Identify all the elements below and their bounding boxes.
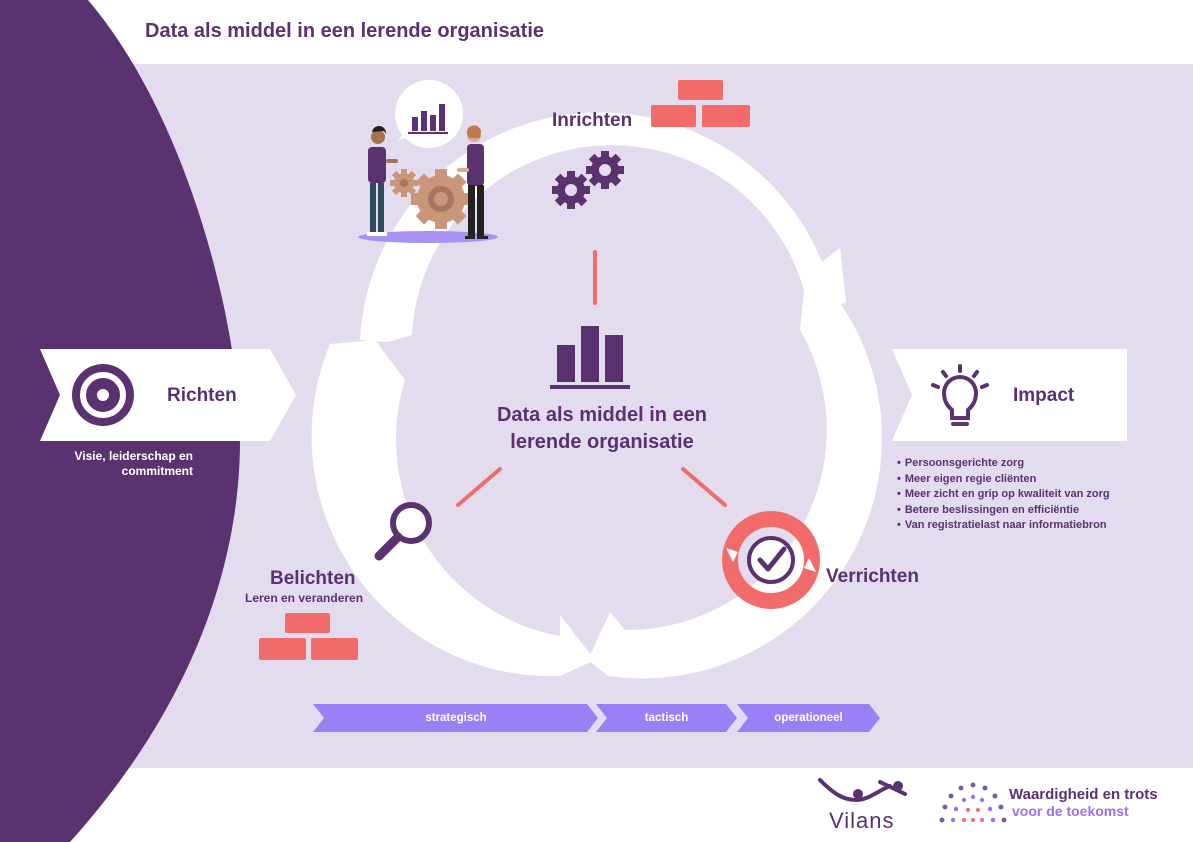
waardigheid-logo-text-line2: voor de toekomst bbox=[1012, 803, 1129, 819]
waardigheid-logo-mark bbox=[939, 782, 1007, 823]
center-title: Data als middel in een lerende organisat… bbox=[496, 404, 708, 453]
impact-item: Persoonsgerichte zorg bbox=[897, 456, 1110, 472]
phase-label-tactisch: tactisch bbox=[644, 712, 689, 724]
vilans-logo-mark bbox=[818, 778, 907, 803]
cycle-segment-left bbox=[311, 340, 595, 677]
magnifier-icon bbox=[374, 502, 432, 561]
impact-item: Meer zicht en grip op kwaliteit van zorg bbox=[897, 487, 1110, 503]
stage-title-inrichten: Inrichten bbox=[552, 110, 633, 131]
gears-icon bbox=[552, 151, 624, 209]
cycle-segment-right bbox=[588, 300, 882, 679]
lightbulb-icon bbox=[931, 364, 989, 426]
page-title: Data als middel in een lerende organisat… bbox=[145, 20, 545, 42]
phase-label-strategisch: strategisch bbox=[425, 712, 487, 724]
stage-description-richten: Visie, leiderschap en commitment bbox=[74, 449, 193, 478]
stage-title-verrichten: Verrichten bbox=[826, 566, 919, 587]
phase-label-operationeel: operationeel bbox=[774, 712, 843, 724]
impact-list: Persoonsgerichte zorg Meer eigen regie c… bbox=[897, 456, 1110, 534]
impact-item: Van registratielast naar informatiebron bbox=[897, 518, 1110, 534]
impact-item: Meer eigen regie cliënten bbox=[897, 472, 1110, 488]
impact-item: Betere beslissingen en efficiëntie bbox=[897, 503, 1110, 519]
people-illustration bbox=[358, 80, 498, 243]
phase-arrows bbox=[313, 704, 880, 732]
checkmark-icon bbox=[722, 511, 820, 609]
bricks-icon bbox=[651, 80, 750, 127]
target-icon bbox=[72, 364, 134, 426]
stage-title-richten: Richten bbox=[167, 385, 237, 406]
bricks-icon bbox=[259, 613, 358, 660]
spokes bbox=[456, 250, 727, 507]
bar-chart-icon bbox=[550, 326, 630, 389]
waardigheid-logo-text-line1: Waardigheid en trots bbox=[1009, 786, 1158, 803]
vilans-logo-text: Vilans bbox=[829, 808, 895, 833]
stage-title-belichten: Belichten bbox=[270, 568, 356, 589]
stage-subtitle-belichten: Leren en veranderen bbox=[245, 591, 364, 605]
stage-title-impact: Impact bbox=[1013, 385, 1075, 406]
impact-arrow-box bbox=[892, 349, 1127, 441]
